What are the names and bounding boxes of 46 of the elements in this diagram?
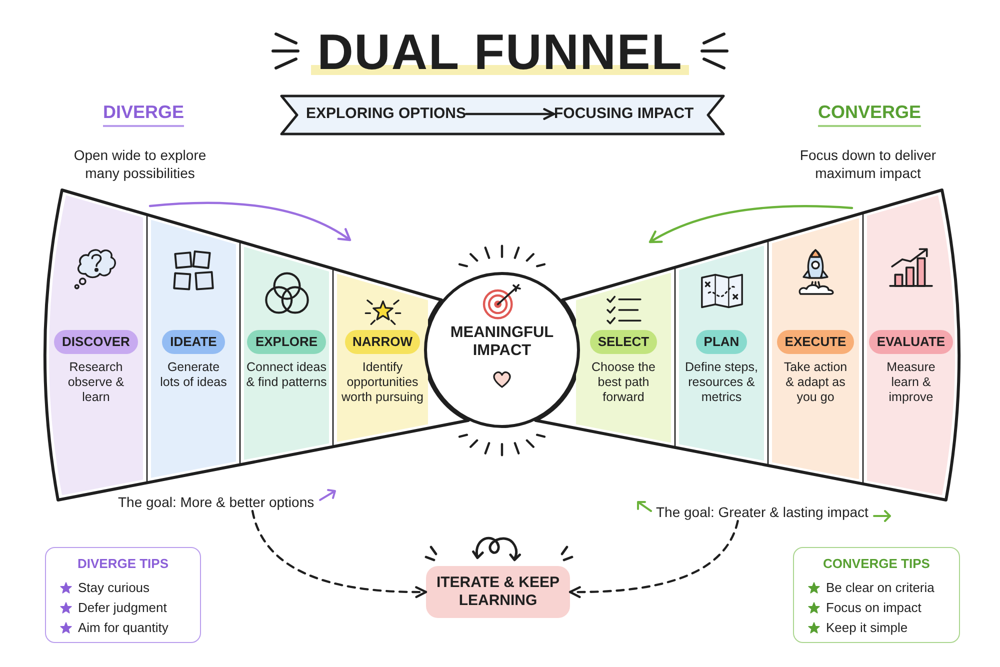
stage-description: Connect ideas & find patterns [245,360,328,390]
stage-label: EVALUATE [868,330,954,354]
stage-panel [679,246,764,461]
stage-panel [151,220,236,478]
tips-card [45,547,201,643]
stage-description: Identify opportunities worth pursuing [340,360,424,406]
tips-card [793,547,960,643]
section-heading: DIVERGE [103,101,184,127]
stage-panel [772,218,859,480]
tips-heading: CONVERGE TIPS [823,556,930,572]
stage-description: Define steps, resources & metrics [684,360,759,405]
stage-description: Take action & adapt as you go [782,360,848,405]
stage-description: Choose the best path forward [590,360,656,405]
banner-text: EXPLORING OPTIONS [306,104,466,124]
tip-text: Keep it simple [826,620,908,636]
goal-text: The goal: Greater & lasting impact [656,504,868,520]
arrow [464,108,556,120]
tips-heading: DIVERGE TIPS [77,556,169,572]
hub-label: MEANINGFUL IMPACT [449,324,555,360]
stage-label: EXECUTE [776,330,854,354]
dashed-arrow [251,510,428,598]
stage-label: PLAN [696,330,748,354]
stage-description: Generate lots of ideas [159,360,228,390]
stage-label: IDEATE [162,330,225,354]
section-subtitle: Open wide to explore many possibilities [72,146,208,182]
stage-description: Research observe & learn [66,360,126,405]
stage-panel [244,246,329,460]
stage-label: SELECT [590,330,658,354]
tip-text: Defer judgment [78,600,167,616]
highlight-box: ITERATE & KEEP LEARNING [426,566,570,618]
stage-label: NARROW [344,330,420,354]
tip-text: Stay curious [78,580,150,596]
tip-text: Aim for quantity [78,620,168,636]
dashed-arrow [568,520,739,598]
stage-label: EXPLORE [247,330,326,354]
stage-panel [337,274,428,442]
stage-description: Measure learn & improve [886,360,936,405]
stage-panel [867,195,955,496]
tip-text: Be clear on criteria [826,580,934,596]
section-heading: CONVERGE [818,101,922,127]
tip-text: Focus on impact [826,600,922,616]
goal-text: The goal: More & better options [118,494,314,510]
section-subtitle: Focus down to deliver maximum impact [798,146,938,182]
banner-text: FOCUSING IMPACT [554,104,694,124]
stage-panel [49,195,143,496]
stage-label: DISCOVER [54,330,138,354]
